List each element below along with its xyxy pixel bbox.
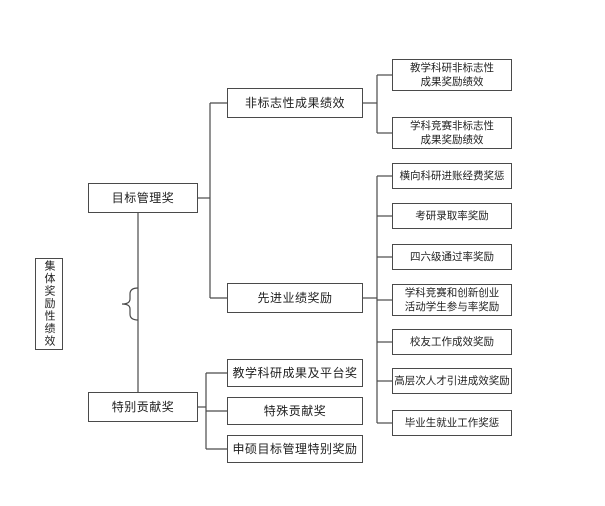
node-extraordinary-contribution-award: 特殊贡献奖 [227, 397, 363, 425]
node-alumni-work-effectiveness-reward: 校友工作成效奖励 [392, 329, 512, 355]
node-cet-pass-rate-reward: 四六级通过率奖励 [392, 244, 512, 270]
node-teaching-research-non-landmark-achievement: 教学科研非标志性 成果奖励绩效 [392, 59, 512, 91]
node-graduate-employment-work-reward: 毕业生就业工作奖惩 [392, 410, 512, 436]
node-special-contribution-award: 特别贡献奖 [88, 392, 198, 422]
node-high-level-talent-recruitment-reward: 高层次人才引进成效奖励 [392, 368, 512, 394]
node-master-program-target-management-special-reward: 申硕目标管理特别奖励 [227, 435, 363, 463]
root-brace [121, 287, 139, 321]
node-competition-innovation-participation-reward: 学科竞赛和创新创业 活动学生参与率奖励 [392, 284, 512, 316]
node-horizontal-research-funding-reward: 横向科研进账经费奖惩 [392, 163, 512, 189]
node-goal-management-award: 目标管理奖 [88, 183, 198, 213]
node-collective-incentive-performance: 集体奖励性绩效 [35, 258, 63, 350]
node-subject-competition-non-landmark-achievement: 学科竞赛非标志性 成果奖励绩效 [392, 117, 512, 149]
node-teaching-research-achievement-platform-award: 教学科研成果及平台奖 [227, 359, 363, 387]
node-advanced-performance-reward: 先进业绩奖励 [227, 283, 363, 313]
node-postgraduate-admission-rate-reward: 考研录取率奖励 [392, 203, 512, 229]
node-non-landmark-achievement-performance: 非标志性成果绩效 [227, 88, 363, 118]
